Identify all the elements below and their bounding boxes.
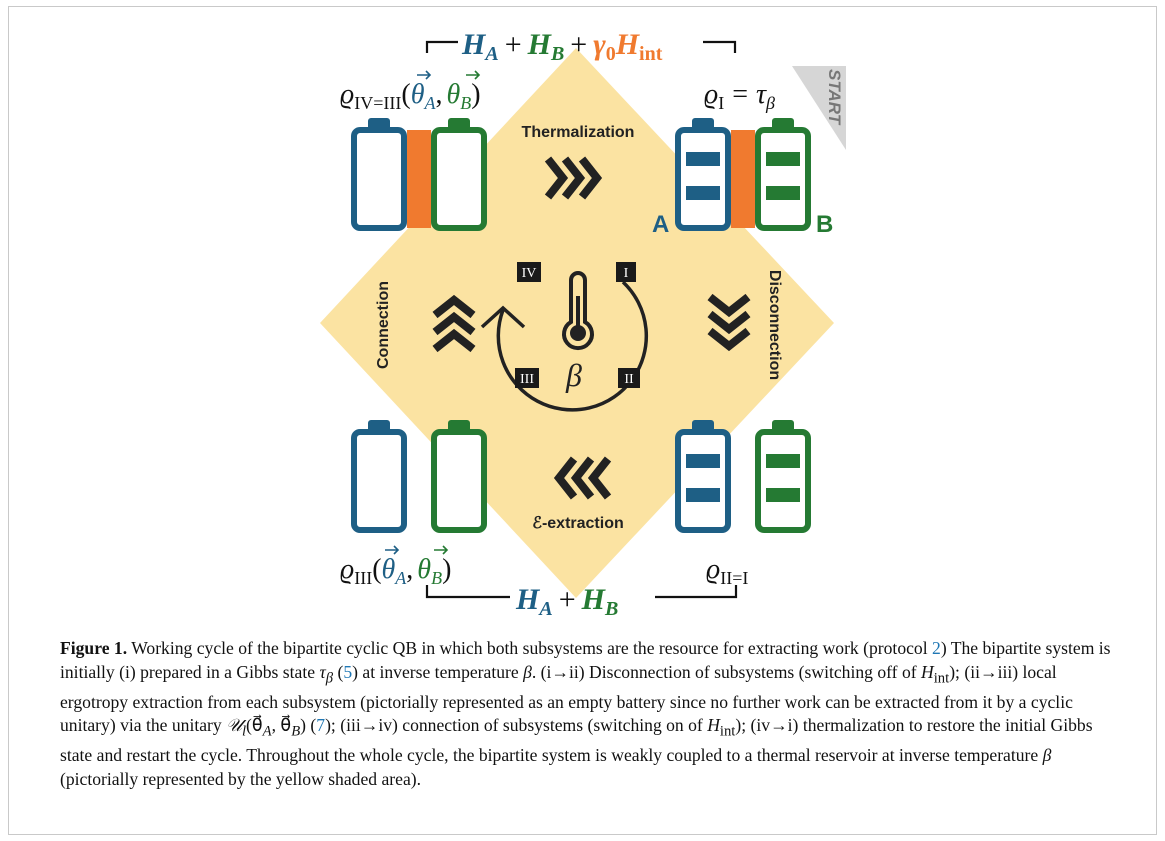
state-ii-label: ϱII=I bbox=[706, 554, 748, 588]
figure-frame bbox=[8, 6, 1157, 835]
state-iv-vector-arrows bbox=[417, 70, 481, 80]
svg-text:I: I bbox=[624, 266, 629, 281]
extraction-label: ℰ-extraction bbox=[532, 515, 623, 532]
battery-b-top-right bbox=[755, 118, 811, 231]
start-label: START bbox=[825, 69, 844, 126]
battery-a-top-left bbox=[351, 118, 407, 231]
caption-hint: H bbox=[921, 661, 934, 682]
svg-text:II: II bbox=[624, 372, 634, 387]
caption-unitary-sub-b: B bbox=[291, 723, 301, 740]
chevron-left-icon bbox=[553, 456, 612, 500]
ref-unitary[interactable]: 7 bbox=[316, 715, 326, 736]
caption-hint-sub: int bbox=[933, 670, 950, 687]
battery-a-top-right bbox=[675, 118, 731, 231]
thermometer-icon bbox=[562, 271, 594, 351]
caption-text: ); (ii→iii) local ergotropy extraction f… bbox=[60, 661, 1073, 736]
caption-tau-sub: β bbox=[325, 670, 334, 687]
caption-unitary-args: (θ⃗ bbox=[246, 715, 263, 736]
state-i-label: ϱI=τβ bbox=[704, 79, 775, 113]
top-hamiltonian: HA+HB+γ0Hint bbox=[461, 28, 663, 65]
caption-text: ( bbox=[306, 715, 317, 736]
svg-text:IV: IV bbox=[522, 266, 537, 281]
caption-text: ) at inverse temperature bbox=[352, 661, 524, 682]
battery-b-bottom-left bbox=[431, 420, 487, 533]
top-bracket bbox=[425, 40, 737, 53]
figure-caption: Figure 1. Working cycle of the bipartite… bbox=[60, 637, 1120, 792]
svg-text:III: III bbox=[520, 372, 534, 387]
bottom-hamiltonian: HA+HB bbox=[515, 583, 618, 620]
caption-text: ) The bipartite system is initially (i) … bbox=[60, 638, 1111, 682]
caption-label: Figure 1. bbox=[60, 638, 128, 658]
battery-b-label: B bbox=[816, 211, 833, 238]
battery-b-top-left bbox=[431, 118, 487, 231]
connection-label: Connection bbox=[375, 281, 392, 369]
caption-text: ); (iii→iv) connection of subsystems (sw… bbox=[325, 715, 708, 736]
ref-protocol[interactable]: 2 bbox=[932, 638, 941, 658]
interaction-bar-top-right bbox=[731, 130, 755, 228]
ref-gibbs[interactable]: 5 bbox=[343, 661, 353, 682]
chevron-down-icon bbox=[707, 293, 751, 352]
interaction-bar-top-left bbox=[407, 130, 431, 228]
caption-hint-sub: int bbox=[719, 723, 736, 740]
stage-box-ii: II bbox=[618, 368, 640, 388]
caption-tau: τ bbox=[319, 661, 326, 682]
bottom-bracket bbox=[425, 585, 738, 599]
battery-a-bottom-left bbox=[351, 420, 407, 533]
chevron-up-icon bbox=[432, 294, 476, 353]
battery-b-bottom-right bbox=[755, 420, 811, 533]
caption-unitary-sub: l bbox=[241, 723, 247, 740]
cycle-arrowhead bbox=[480, 305, 526, 329]
stage-box-iv: IV bbox=[517, 262, 541, 282]
caption-beta: β bbox=[523, 661, 532, 682]
state-iii-label: ϱIII(θA,θB) bbox=[340, 554, 451, 588]
beta-symbol: β bbox=[565, 357, 582, 393]
caption-unitary-args: ) bbox=[300, 715, 306, 736]
caption-hint: H bbox=[707, 715, 720, 736]
caption-beta: β bbox=[1042, 745, 1052, 766]
caption-unitary-sub-a: A bbox=[262, 723, 272, 740]
caption-text: ); (iv→i) thermalization to restore the … bbox=[60, 715, 1093, 766]
stage-box-iii: III bbox=[515, 368, 539, 388]
cycle-arrow-icon bbox=[496, 280, 648, 412]
cycle-diagram: START HA+HB+γ0Hint HA+HB ϱIV=III(θA,θB) … bbox=[320, 28, 846, 620]
thermalization-label: Thermalization bbox=[522, 124, 635, 141]
caption-text: . (i→ii) Disconnection of subsystems (sw… bbox=[531, 661, 921, 682]
caption-text: ( bbox=[333, 661, 344, 682]
caption-text: Working cycle of the bipartite cyclic QB… bbox=[127, 638, 933, 658]
stage-box-i: I bbox=[616, 262, 636, 282]
battery-a-bottom-right bbox=[675, 420, 731, 533]
caption-text: (pictorially represented by the yellow s… bbox=[60, 769, 422, 789]
state-iv-label: ϱIV=III(θA,θB) bbox=[340, 79, 481, 113]
caption-unitary-args: , θ⃗ bbox=[271, 715, 292, 736]
caption-unitary: 𝒰 bbox=[226, 715, 242, 736]
chevron-right-icon bbox=[544, 156, 603, 200]
start-wedge bbox=[792, 66, 846, 150]
battery-a-label: A bbox=[652, 211, 669, 238]
disconnection-label: Disconnection bbox=[766, 270, 783, 380]
state-iii-vector-arrows bbox=[385, 545, 449, 555]
